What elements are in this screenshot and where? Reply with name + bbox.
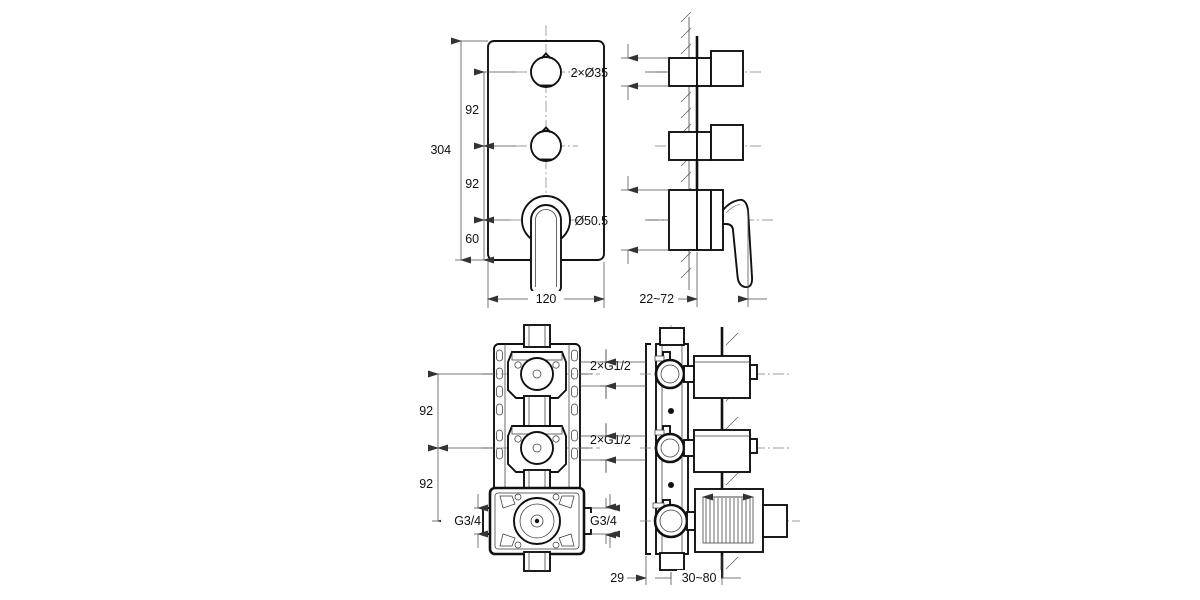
- side-body-thermostatic: [640, 488, 800, 553]
- side-body-cartridge-spring: [705, 498, 751, 543]
- dim-label-22-72: 22~72: [639, 292, 674, 306]
- side-trim-handle-upper: [655, 50, 762, 87]
- dim-label-body-92-top: 92: [419, 404, 433, 418]
- front-body-connector: [523, 395, 551, 431]
- dim-side-lever-dia: Ø50.5: [574, 176, 669, 264]
- side-trim-lever: [648, 189, 775, 289]
- front-body-mount-slots: [496, 349, 578, 460]
- view-front-body: 92 92 G3/4 2×G1/2: [419, 324, 631, 572]
- dim-side-body-depth: 29 30~80: [610, 556, 741, 586]
- front-trim-handle-middle: [516, 126, 578, 162]
- front-trim-handle-upper: [516, 52, 578, 88]
- dim-side-body-ports: [600, 350, 646, 544]
- front-body-thermostatic: [470, 486, 610, 572]
- dim-label-D50-5: Ø50.5: [574, 214, 608, 228]
- dim-label-body-92-bottom: 92: [419, 477, 433, 491]
- dim-label-G34-left: G3/4: [454, 514, 481, 528]
- dim-label-29: 29: [610, 571, 624, 585]
- front-body-valve-lower: [482, 425, 600, 493]
- dim-label-G34-right: G3/4: [590, 514, 617, 528]
- front-trim-plate-outline: [487, 40, 605, 261]
- dim-body-inlet-left: G3/4: [441, 494, 488, 548]
- front-trim-lever: [510, 195, 584, 294]
- dim-front-trim-width-120: 120: [487, 262, 605, 308]
- dim-side-projection: 22~72: [639, 210, 767, 307]
- dim-body-inlet-right: G3/4: [588, 494, 630, 548]
- side-trim-handle-middle: [655, 124, 762, 161]
- side-body-port-marker-lower: [668, 482, 674, 488]
- side-body-bottom-stub: [659, 552, 685, 571]
- side-body-valve-upper: [640, 351, 790, 399]
- side-body-port-marker-upper: [668, 408, 674, 414]
- side-body-valve-lower: [640, 425, 790, 473]
- view-side-trim: 2×Ø35 Ø50.5 22~72: [571, 11, 775, 307]
- dim-side-handle-dia: 2×Ø35: [571, 44, 669, 100]
- dim-label-304: 304: [430, 143, 451, 157]
- front-body-valve-upper: [482, 324, 600, 399]
- dim-label-92-top: 92: [465, 103, 479, 117]
- view-side-body: 29 30~80: [600, 325, 800, 586]
- dim-label-2xD35: 2×Ø35: [571, 66, 609, 80]
- dim-label-2xG12-upper: 2×G1/2: [590, 359, 631, 373]
- dim-front-trim-chain: 92 92 60: [465, 68, 516, 264]
- dim-label-2xG12-lower: 2×G1/2: [590, 433, 631, 447]
- dim-label-60: 60: [465, 232, 479, 246]
- side-body-top-stub: [659, 327, 685, 346]
- side-body-mount-flange: [645, 343, 651, 555]
- dim-label-30-80: 30~80: [682, 571, 717, 585]
- dim-label-92-mid: 92: [465, 177, 479, 191]
- dim-label-120: 120: [536, 292, 557, 306]
- view-front-trim: 304 92 92 60 120: [430, 25, 605, 308]
